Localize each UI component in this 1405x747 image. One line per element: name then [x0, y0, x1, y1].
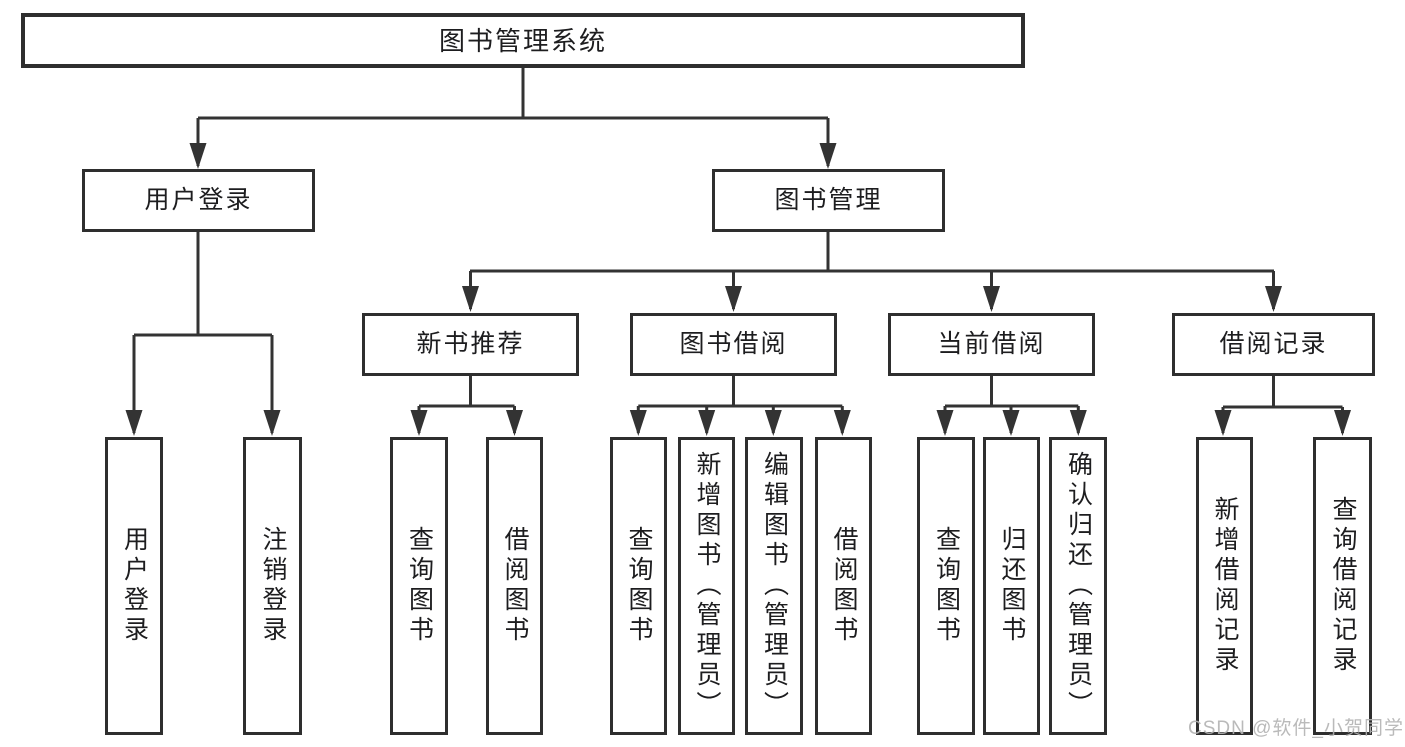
leaf-user-login: 用户登录 — [105, 437, 163, 735]
node-label: 编辑图书（管理员） — [760, 451, 789, 721]
leaf-confirm-return-admin: 确认归还（管理员） — [1049, 437, 1107, 735]
node-book-management: 图书管理 — [712, 169, 945, 232]
leaf-query-books-borrowing: 查询图书 — [610, 437, 667, 735]
node-borrowing-records: 借阅记录 — [1172, 313, 1375, 376]
leaf-query-borrow-record: 查询借阅记录 — [1313, 437, 1372, 735]
node-label: 注销登录 — [259, 526, 287, 646]
leaf-edit-books-admin: 编辑图书（管理员） — [745, 437, 803, 735]
node-current-borrowing: 当前借阅 — [888, 313, 1095, 376]
node-label: 图书管理 — [774, 186, 883, 214]
node-library-management-system: 图书管理系统 — [21, 13, 1025, 68]
node-label: 查询借阅记录 — [1329, 496, 1357, 676]
node-new-book-recommend: 新书推荐 — [362, 313, 579, 376]
node-label: 借阅记录 — [1219, 330, 1328, 358]
leaf-query-books-recommend: 查询图书 — [390, 437, 448, 735]
node-user-login: 用户登录 — [82, 169, 315, 232]
node-label: 新增图书（管理员） — [693, 451, 721, 721]
leaf-return-books: 归还图书 — [983, 437, 1040, 735]
node-label: 借阅图书 — [501, 526, 529, 646]
node-label: 当前借阅 — [937, 330, 1046, 358]
node-label: 查询图书 — [932, 526, 961, 646]
node-label: 确认归还（管理员） — [1064, 451, 1093, 721]
leaf-add-borrow-record: 新增借阅记录 — [1196, 437, 1253, 735]
leaf-query-books-current: 查询图书 — [917, 437, 975, 735]
node-label: 借阅图书 — [830, 526, 858, 646]
node-book-borrowing: 图书借阅 — [630, 313, 837, 376]
leaf-borrow-books-recommend: 借阅图书 — [486, 437, 543, 735]
csdn-watermark: CSDN @软件_小贺同学 — [1188, 718, 1404, 739]
node-label: 用户登录 — [120, 526, 149, 646]
node-label: 图书管理系统 — [438, 25, 607, 56]
node-label: 归还图书 — [998, 526, 1026, 646]
leaf-logout: 注销登录 — [243, 437, 302, 735]
node-label: 新增借阅记录 — [1211, 496, 1239, 676]
node-label: 图书借阅 — [679, 330, 788, 358]
leaf-borrow-books: 借阅图书 — [815, 437, 872, 735]
leaf-add-books-admin: 新增图书（管理员） — [678, 437, 735, 735]
node-label: 用户登录 — [144, 186, 253, 214]
node-label: 查询图书 — [405, 526, 434, 646]
node-label: 新书推荐 — [416, 330, 525, 358]
node-label: 查询图书 — [625, 526, 653, 646]
